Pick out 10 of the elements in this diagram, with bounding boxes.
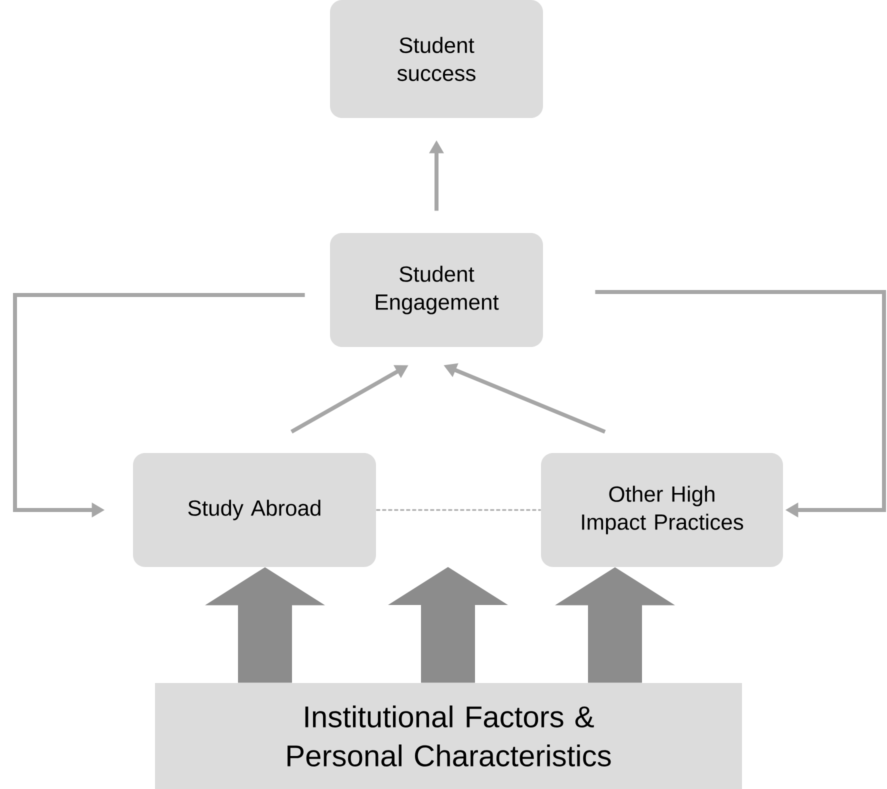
block-arrow [205,567,325,683]
process-box: Study Abroad [133,453,376,567]
arrow [595,290,886,518]
block-arrow [555,567,675,683]
process-box: Student success [330,0,543,118]
process-box: Student Engagement [330,233,543,347]
factors-box: Institutional Factors & Personal Characteristics [155,683,742,789]
dashed-line [376,509,541,511]
block-arrow [388,567,508,683]
process-box: Other High Impact Practices [541,453,783,567]
